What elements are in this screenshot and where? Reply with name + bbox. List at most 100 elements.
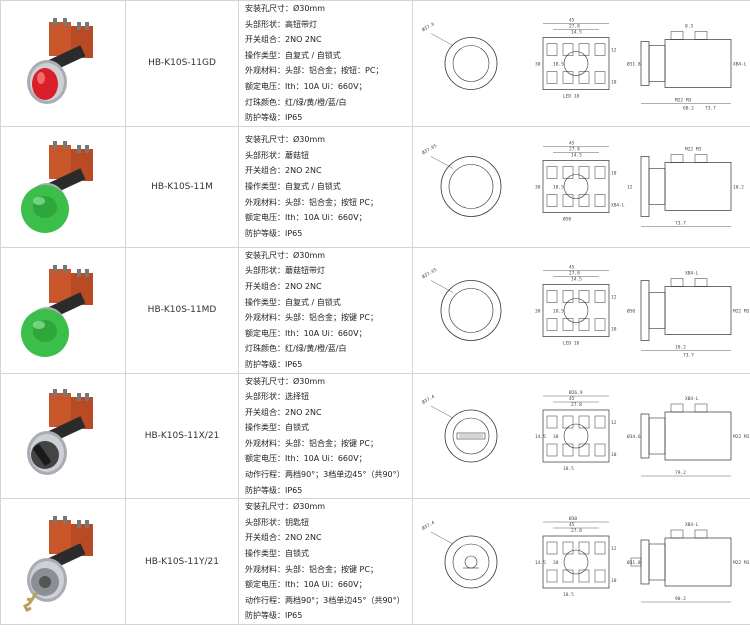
dimension-label: 30 bbox=[535, 185, 541, 191]
spec-line: 安装孔尺寸：Ø30mm bbox=[245, 376, 326, 386]
dimension-label: 30 bbox=[535, 61, 541, 67]
spec-line: 防护等级：IP65 bbox=[245, 611, 303, 621]
dimension-label: M22 M3 bbox=[685, 147, 702, 153]
dimension-label: 68.2 bbox=[683, 105, 694, 111]
product-photo-cell bbox=[0, 372, 126, 500]
dimension-label: 79.2 bbox=[675, 470, 686, 476]
dimension-label: 14.5 bbox=[571, 29, 582, 35]
dimension-label: XB4-L bbox=[685, 522, 699, 528]
product-photo-cell bbox=[0, 125, 126, 248]
spec-line: 防护等级：IP65 bbox=[245, 485, 303, 495]
dimension-label: XB4-L bbox=[685, 396, 699, 402]
dimension-label: M22 M3 bbox=[733, 434, 750, 440]
front-diameter-label: Ø37.65 bbox=[421, 266, 439, 280]
push-button-photo bbox=[27, 17, 93, 104]
push-button-photo bbox=[21, 264, 93, 357]
dimension-label: 30 bbox=[535, 308, 541, 314]
dimension-label: 18.5 bbox=[563, 592, 574, 598]
spec-line: 开关组合：2NO 2NC bbox=[245, 533, 322, 543]
dimension-label: Ø30 bbox=[569, 515, 577, 522]
dimension-label: Ø34.6 bbox=[627, 433, 641, 440]
dimension-label: 10.2 bbox=[675, 344, 686, 350]
model-number: HB-K10S-11MD bbox=[125, 246, 239, 374]
dimension-label: Ø50 bbox=[627, 307, 635, 314]
dimension-label: 14.5 bbox=[571, 276, 582, 282]
spec-line: 额定电压：Ith：10A Ui：660V； bbox=[245, 580, 367, 590]
spec-line: 操作类型：自锁式 bbox=[245, 549, 309, 559]
spec-line: 额定电压：Ith：10A Ui：660V； bbox=[245, 454, 367, 464]
spec-line: 操作类型：自复式 / 自锁式 bbox=[245, 181, 341, 191]
dimension-label: 10 bbox=[611, 79, 617, 85]
spec-line: 操作类型：自复式 / 自锁式 bbox=[245, 50, 341, 60]
dimension-label: 30 bbox=[553, 560, 559, 566]
product-photo-cell bbox=[0, 498, 126, 625]
spec-line: 额定电压：Ith：10A Ui：660V； bbox=[245, 81, 367, 91]
spec-line: 头部形状：钥匙钮 bbox=[245, 517, 309, 527]
dimension-label: 12 bbox=[611, 546, 617, 552]
dimension-label: 73.7 bbox=[705, 105, 716, 111]
dimension-label: 10 bbox=[611, 578, 617, 584]
push-button-photo bbox=[21, 141, 93, 234]
dimension-label: 12 bbox=[611, 294, 617, 300]
dimension-label: 45 bbox=[569, 141, 575, 147]
dimension-label: 10 bbox=[611, 171, 617, 177]
product-photo-cell bbox=[0, 246, 126, 374]
spec-line: 外观材料：头部：铝合金；按键 PC； bbox=[245, 438, 378, 448]
dimension-label: 18.5 bbox=[553, 308, 564, 314]
dimension-label: 27.8 bbox=[569, 23, 580, 29]
dimension-label: LED 18 bbox=[563, 93, 580, 99]
spec-line: 头部形状：高钮带灯 bbox=[245, 19, 317, 29]
dimension-label: 45 bbox=[569, 396, 575, 402]
dimension-label: 73.7 bbox=[683, 352, 694, 358]
spec-line: 安装孔尺寸：Ø30mm bbox=[245, 135, 326, 145]
product-photo-cell bbox=[0, 0, 126, 127]
dimension-label: XB4-L bbox=[685, 270, 699, 276]
dimension-label: 30 bbox=[553, 434, 559, 440]
spec-line: 额定电压：Ith：10A Ui：660V； bbox=[245, 213, 367, 223]
dimension-label: 45 bbox=[569, 264, 575, 270]
front-diameter-label: Ø37.6 bbox=[421, 20, 436, 33]
front-diameter-label: Ø37.65 bbox=[421, 142, 439, 156]
spec-line: 防护等级：IP65 bbox=[245, 228, 303, 238]
dimension-label: 27.8 bbox=[571, 402, 582, 408]
spec-line: 头部形状：蘑菇钮带灯 bbox=[245, 266, 325, 276]
spec-line: 开关组合：2NO 2NC bbox=[245, 166, 322, 176]
dimension-label: Ø31.8 bbox=[627, 559, 641, 566]
spec-line: 开关组合：2NO 2NC bbox=[245, 407, 322, 417]
spec-line: 操作类型：自锁式 bbox=[245, 423, 309, 433]
dimension-label: 0.3 bbox=[685, 23, 693, 29]
spec-line: 安装孔尺寸：Ø30mm bbox=[245, 250, 326, 260]
dimension-label: 27.8 bbox=[569, 147, 580, 153]
dimension-label: 10 bbox=[611, 452, 617, 458]
dimension-label: 45 bbox=[569, 17, 575, 23]
dimension-label: 14.5 bbox=[535, 434, 546, 440]
dimension-label: XB4-L bbox=[611, 203, 625, 209]
dimension-label: XB4-L bbox=[733, 61, 747, 67]
spec-line: 动作行程：两档90°；3档单边45°（共90°） bbox=[245, 595, 405, 605]
dimension-label: 73.7 bbox=[675, 221, 686, 227]
model-number: HB-K10S-11M bbox=[125, 125, 239, 248]
dimension-label: M22 M3 bbox=[733, 560, 750, 566]
dimension-label: M22 M3 bbox=[675, 97, 692, 103]
dimension-label: 12 bbox=[627, 185, 633, 191]
dimension-label: 27.8 bbox=[571, 528, 582, 534]
push-button-photo bbox=[22, 515, 93, 612]
